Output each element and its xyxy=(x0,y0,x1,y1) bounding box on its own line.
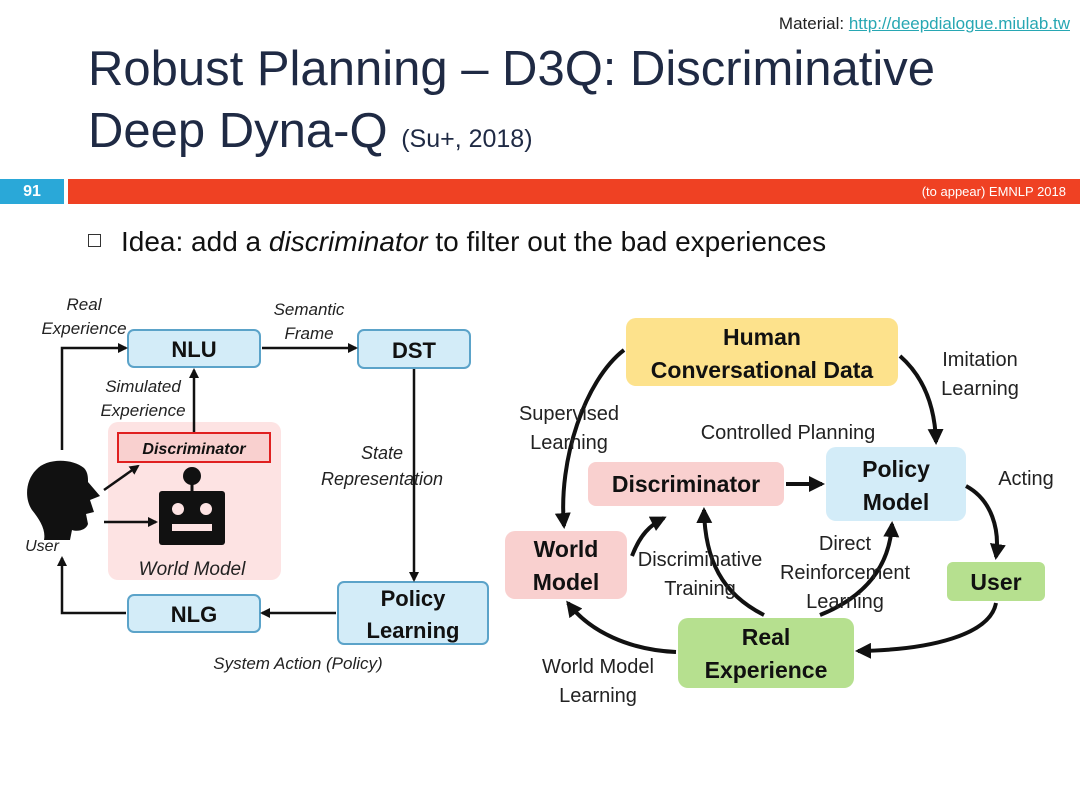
nlg-node: NLG xyxy=(127,594,261,633)
policy-model-label-1: Policy xyxy=(862,456,930,482)
arrow-nlg-to-user xyxy=(57,556,126,615)
human-data-label-2: Conversational Data xyxy=(651,357,874,383)
policy-learning-node: Policy Learning xyxy=(337,581,489,645)
semantic-frame-label-1: Semantic xyxy=(274,300,345,319)
arrow-user-to-discriminator xyxy=(103,464,140,492)
title-line-2: Deep Dyna-Q (Su+, 2018) xyxy=(88,100,1048,170)
discriminator-left-label: Discriminator xyxy=(142,441,246,458)
arrow-user-to-real-experience xyxy=(855,602,998,659)
imitation-learning-label-1: Imitation xyxy=(942,349,1018,371)
real-experience-label-1: Real xyxy=(67,295,103,314)
acting-label: Acting xyxy=(998,468,1054,490)
human-data-node: Human Conversational Data xyxy=(626,318,898,386)
title-line-1: Robust Planning – D3Q: Discriminative xyxy=(88,42,935,96)
user-left-label: User xyxy=(25,538,59,555)
material-credit: Material: http://deepdialogue.miulab.tw xyxy=(779,14,1070,34)
real-experience-node: Real Experience xyxy=(678,618,854,688)
controlled-planning-label: Controlled Planning xyxy=(701,422,876,444)
state-representation-label-1: State xyxy=(361,443,403,463)
state-representation-label-2: Representation xyxy=(321,469,443,489)
arrow-real-to-discriminator xyxy=(696,507,765,617)
arrow-human-to-policy xyxy=(898,354,944,445)
bullet-square-icon xyxy=(88,234,101,248)
policy-model-label-2: Model xyxy=(863,489,929,515)
material-link[interactable]: http://deepdialogue.miulab.tw xyxy=(848,14,1070,33)
discriminator-right-label: Discriminator xyxy=(612,471,760,497)
system-action-label: System Action (Policy) xyxy=(213,654,382,673)
dst-label: DST xyxy=(392,338,437,363)
material-label: Material: xyxy=(778,14,845,33)
slide-number: 91 xyxy=(0,179,64,204)
nlg-label: NLG xyxy=(171,602,217,627)
discriminator-node-right: Discriminator xyxy=(588,462,784,506)
user-node: User xyxy=(947,562,1045,601)
supervised-learning-label-2: Learning xyxy=(530,432,608,454)
world-model-right-label-2: Model xyxy=(533,569,599,595)
discriminative-training-label-1: Discriminative xyxy=(638,549,762,571)
direct-rl-label-3: Learning xyxy=(806,591,884,613)
dst-node: DST xyxy=(357,329,471,369)
bullet-item: Idea: add a discriminator to filter out … xyxy=(88,226,826,258)
semantic-frame-label-2: Frame xyxy=(284,324,333,343)
bullet-suffix: to filter out the bad experiences xyxy=(427,226,827,257)
title-citation: (Su+, 2018) xyxy=(401,125,533,153)
discriminator-node-left: Discriminator xyxy=(117,432,271,463)
world-model-learning-label-2: Learning xyxy=(559,685,637,707)
title-main: Deep Dyna-Q xyxy=(88,104,388,158)
imitation-learning-label-2: Learning xyxy=(941,378,1019,400)
direct-rl-label-2: Reinforcement xyxy=(780,562,911,584)
left-diagram: NLU DST Policy Learning NLG Discriminato… xyxy=(25,295,489,673)
venue-note: (to appear) EMNLP 2018 xyxy=(921,184,1066,199)
policy-learning-label-2: Learning xyxy=(367,618,460,643)
user-right-label: User xyxy=(970,569,1021,595)
bullet-prefix: Idea: add a xyxy=(121,226,269,257)
real-experience-node-label-1: Real xyxy=(742,624,791,650)
world-model-node: World Model xyxy=(505,531,627,599)
discriminative-training-label-2: Training xyxy=(664,578,736,600)
arrow-human-to-world-model xyxy=(554,348,626,529)
policy-model-node: Policy Model xyxy=(826,447,966,521)
arrow-real-to-world-model xyxy=(566,600,677,654)
arrow-world-model-to-discriminator xyxy=(630,516,667,557)
simulated-experience-label-2: Experience xyxy=(100,401,185,420)
user-head-icon xyxy=(27,460,100,540)
arrow-user-to-nlu xyxy=(60,343,128,450)
supervised-learning-label-1: Supervised xyxy=(519,403,619,425)
header-bar: (to appear) EMNLP 2018 xyxy=(68,179,1080,204)
right-diagram: Human Conversational Data Discriminator … xyxy=(505,318,1054,707)
world-model-learning-label-1: World Model xyxy=(542,656,654,678)
nlu-node: NLU xyxy=(127,329,261,368)
world-model-right-label-1: World xyxy=(534,536,599,562)
policy-learning-label-1: Policy xyxy=(381,586,447,611)
real-experience-node-label-2: Experience xyxy=(705,657,828,683)
direct-rl-label-1: Direct xyxy=(819,533,872,555)
arrow-policy-to-user xyxy=(964,484,1006,560)
human-data-label-1: Human xyxy=(723,324,801,350)
slide-title: Robust Planning – D3Q: Discriminative De… xyxy=(88,38,1048,170)
nlu-label: NLU xyxy=(171,337,216,362)
simulated-experience-label-1: Simulated xyxy=(105,377,181,396)
world-model-label: World Model xyxy=(139,559,246,580)
arrow-real-to-policy xyxy=(819,521,900,617)
bullet-emphasis: discriminator xyxy=(268,226,428,257)
robot-icon xyxy=(159,467,225,545)
real-experience-label-2: Experience xyxy=(41,319,126,338)
